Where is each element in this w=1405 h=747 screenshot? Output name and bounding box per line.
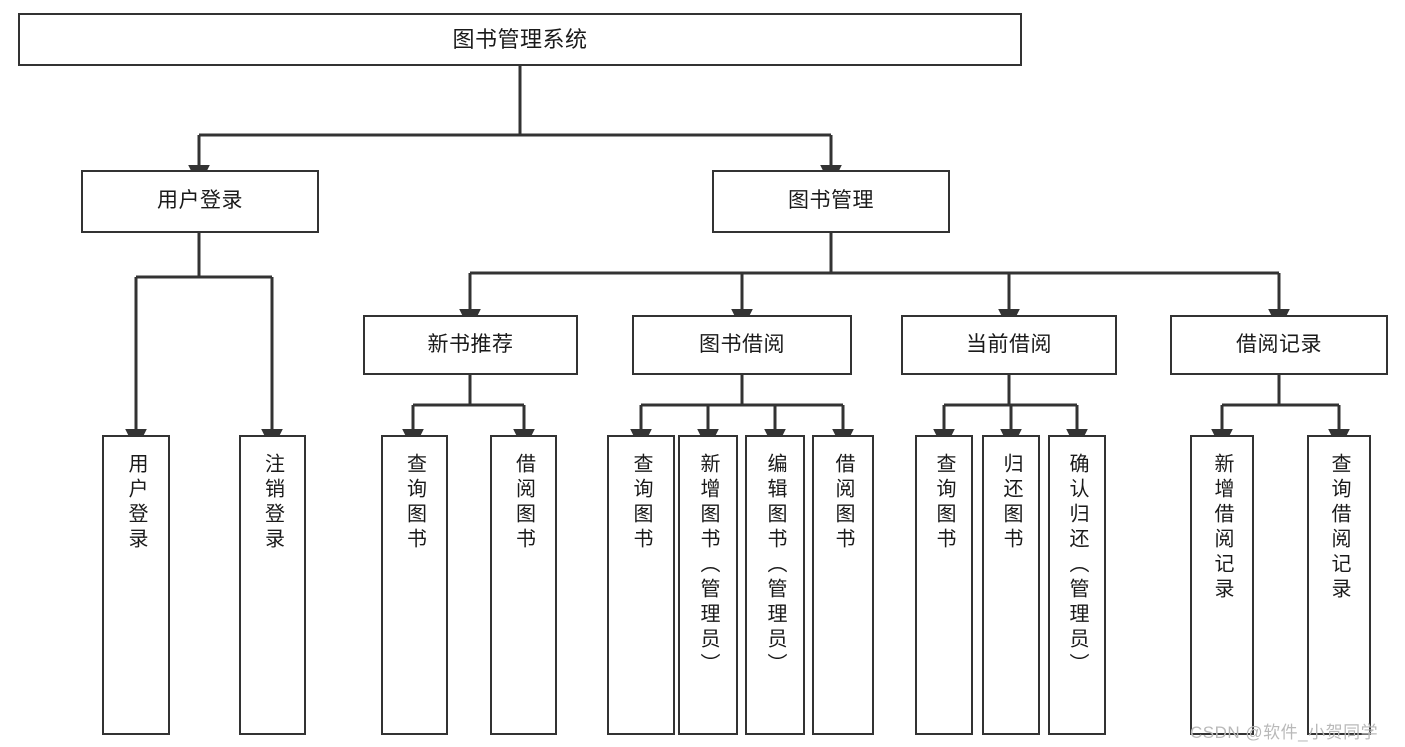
leaf-record-query-record[interactable]: 查询借阅记录 — [1307, 435, 1371, 735]
leaf-current-return-book[interactable]: 归还图书 — [982, 435, 1040, 735]
node-label: 查询图书 — [630, 453, 652, 553]
node-label: 图书借阅 — [699, 332, 785, 356]
node-label: 用户登录 — [125, 453, 147, 553]
leaf-record-add-record[interactable]: 新增借阅记录 — [1190, 435, 1254, 735]
node-label: 当前借阅 — [966, 332, 1052, 356]
node-label: 查询图书 — [403, 453, 426, 553]
leaf-borrow-borrow-book[interactable]: 借阅图书 — [812, 435, 874, 735]
csdn-watermark: CSDN @软件_小贺同学 — [1190, 723, 1379, 742]
node-borrow-record[interactable]: 借阅记录 — [1170, 315, 1388, 375]
leaf-borrow-query-book[interactable]: 查询图书 — [607, 435, 675, 735]
leaf-new-book-query[interactable]: 查询图书 — [381, 435, 448, 735]
node-label: 借阅图书 — [832, 453, 854, 553]
node-label: 确认归还（管理员） — [1066, 453, 1088, 678]
node-label: 借阅记录 — [1236, 332, 1322, 356]
node-root-system[interactable]: 图书管理系统 — [18, 13, 1022, 66]
node-user-login[interactable]: 用户登录 — [81, 170, 319, 233]
node-label: 图书管理系统 — [452, 26, 588, 52]
node-new-book-recommend[interactable]: 新书推荐 — [363, 315, 578, 375]
node-label: 新书推荐 — [427, 332, 514, 356]
node-current-borrow[interactable]: 当前借阅 — [901, 315, 1117, 375]
leaf-user-login-logout[interactable]: 注销登录 — [239, 435, 306, 735]
node-label: 查询图书 — [933, 453, 955, 553]
leaf-user-login-login[interactable]: 用户登录 — [102, 435, 170, 735]
node-label: 编辑图书（管理员） — [764, 453, 786, 678]
node-label: 新增借阅记录 — [1211, 453, 1233, 603]
node-label: 注销登录 — [261, 453, 284, 553]
leaf-current-confirm-return-admin[interactable]: 确认归还（管理员） — [1048, 435, 1106, 735]
node-label: 归还图书 — [1000, 453, 1022, 553]
leaf-borrow-add-book-admin[interactable]: 新增图书（管理员） — [678, 435, 738, 735]
leaf-new-book-borrow[interactable]: 借阅图书 — [490, 435, 557, 735]
node-label: 新增图书（管理员） — [697, 453, 719, 678]
node-label: 借阅图书 — [512, 453, 535, 553]
node-book-borrow[interactable]: 图书借阅 — [632, 315, 852, 375]
leaf-borrow-edit-book-admin[interactable]: 编辑图书（管理员） — [745, 435, 805, 735]
node-label: 图书管理 — [788, 189, 874, 213]
leaf-current-query-book[interactable]: 查询图书 — [915, 435, 973, 735]
node-label: 用户登录 — [157, 189, 243, 213]
node-label: 查询借阅记录 — [1328, 453, 1350, 603]
node-book-management[interactable]: 图书管理 — [712, 170, 950, 233]
